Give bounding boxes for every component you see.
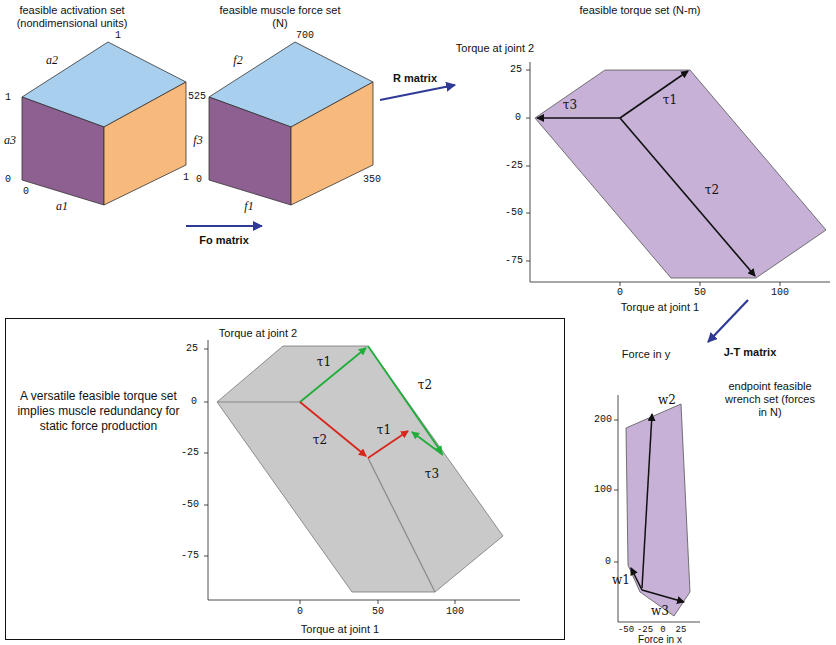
axis-title: Force in y [622,349,670,360]
panel-heading: feasible muscle force set (N) [215,4,345,32]
panel-title: feasible activation set (nondimensional … [2,4,142,30]
tick-label: -25 [181,448,199,458]
panel-note: A versatile feasible torque set implies … [16,389,181,434]
tick-label: 25 [676,626,687,635]
vector-label: w3 [651,605,669,617]
axis-title: Force in x [638,635,682,645]
tick-label: 1 [183,173,189,183]
panel-title: endpoint feasible wrench set (forces in … [720,380,820,419]
tick-label: 700 [296,31,314,41]
tick-label: 350 [363,175,381,185]
tick-label: 1 [115,31,121,41]
tick-label: -25 [505,161,523,171]
tick-label: 50 [372,607,384,617]
tick-label: 525 [188,92,206,102]
vector-label: f2 [233,54,242,66]
panel-heading: feasible torque set (N-m) [570,4,710,19]
vector-label: τ2 [705,184,719,196]
tick-label: 200 [594,415,612,425]
tick-label: -75 [505,256,523,266]
axis-title: Torque at joint 2 [219,328,297,339]
axis-title: Torque at joint 1 [621,302,699,313]
vector-label: τ1 [377,424,391,436]
axis-title: Torque at joint 2 [456,43,534,54]
tick-label: 0 [605,557,611,567]
panel-heading: endpoint feasible wrench set (forces in … [720,380,820,421]
tick-label: 0 [617,288,623,298]
vector-label: a2 [46,54,58,66]
edge-label: R matrix [393,73,437,84]
vector-label: w1 [612,574,630,586]
tick-label: 25 [186,344,198,354]
vector-label: τ2 [313,434,327,446]
vector-label: f3 [193,134,202,146]
tick-label: 1 [5,93,11,103]
tick-label: 100 [594,485,612,495]
vector-label: w2 [658,394,676,406]
transform-arrow [186,225,262,227]
tick-label: 0 [23,187,29,197]
wrench-plot [614,395,700,622]
tick-label: -75 [181,551,199,561]
edge-label: J-T matrix [724,347,777,358]
redundancy-plot [204,340,520,604]
tick-label: -50 [181,500,199,510]
tick-label: -50 [505,208,523,218]
axis-title: Torque at joint 1 [301,624,379,635]
panel-heading: feasible activation set (nondimensional … [2,4,142,32]
vector-label: τ2 [418,379,432,391]
tick-label: -50 [618,626,634,635]
tick-label: 0 [191,397,197,407]
vector-label: τ1 [317,356,331,368]
panel-title: feasible torque set (N-m) [570,4,710,17]
tick-label: 0 [660,626,665,635]
tick-label: 100 [446,607,464,617]
annotation-panel: A versatile feasible torque set implies … [5,318,565,640]
vector-label: τ1 [663,94,677,106]
tick-label: 100 [771,288,789,298]
tick-label: -25 [637,626,653,635]
panel-title: feasible muscle force set (N) [215,4,345,30]
tick-label: 50 [694,288,706,298]
tick-label: 25 [510,65,522,75]
torque-plot [526,62,830,286]
force-cube [209,42,373,205]
tick-label: 0 [196,175,202,185]
transform-arrow [380,85,455,100]
vector-label: τ3 [425,468,439,480]
tick-label: 0 [5,175,11,185]
tick-label: 0 [297,607,303,617]
vector-label: τ3 [563,99,577,111]
vector-label: f1 [244,200,253,212]
tick-label: 0 [515,113,521,123]
edge-label: Fo matrix [199,235,249,246]
activation-cube [22,42,186,205]
transform-arrow [708,300,748,342]
vector-label: a1 [56,200,68,212]
vector-label: a3 [4,134,16,146]
